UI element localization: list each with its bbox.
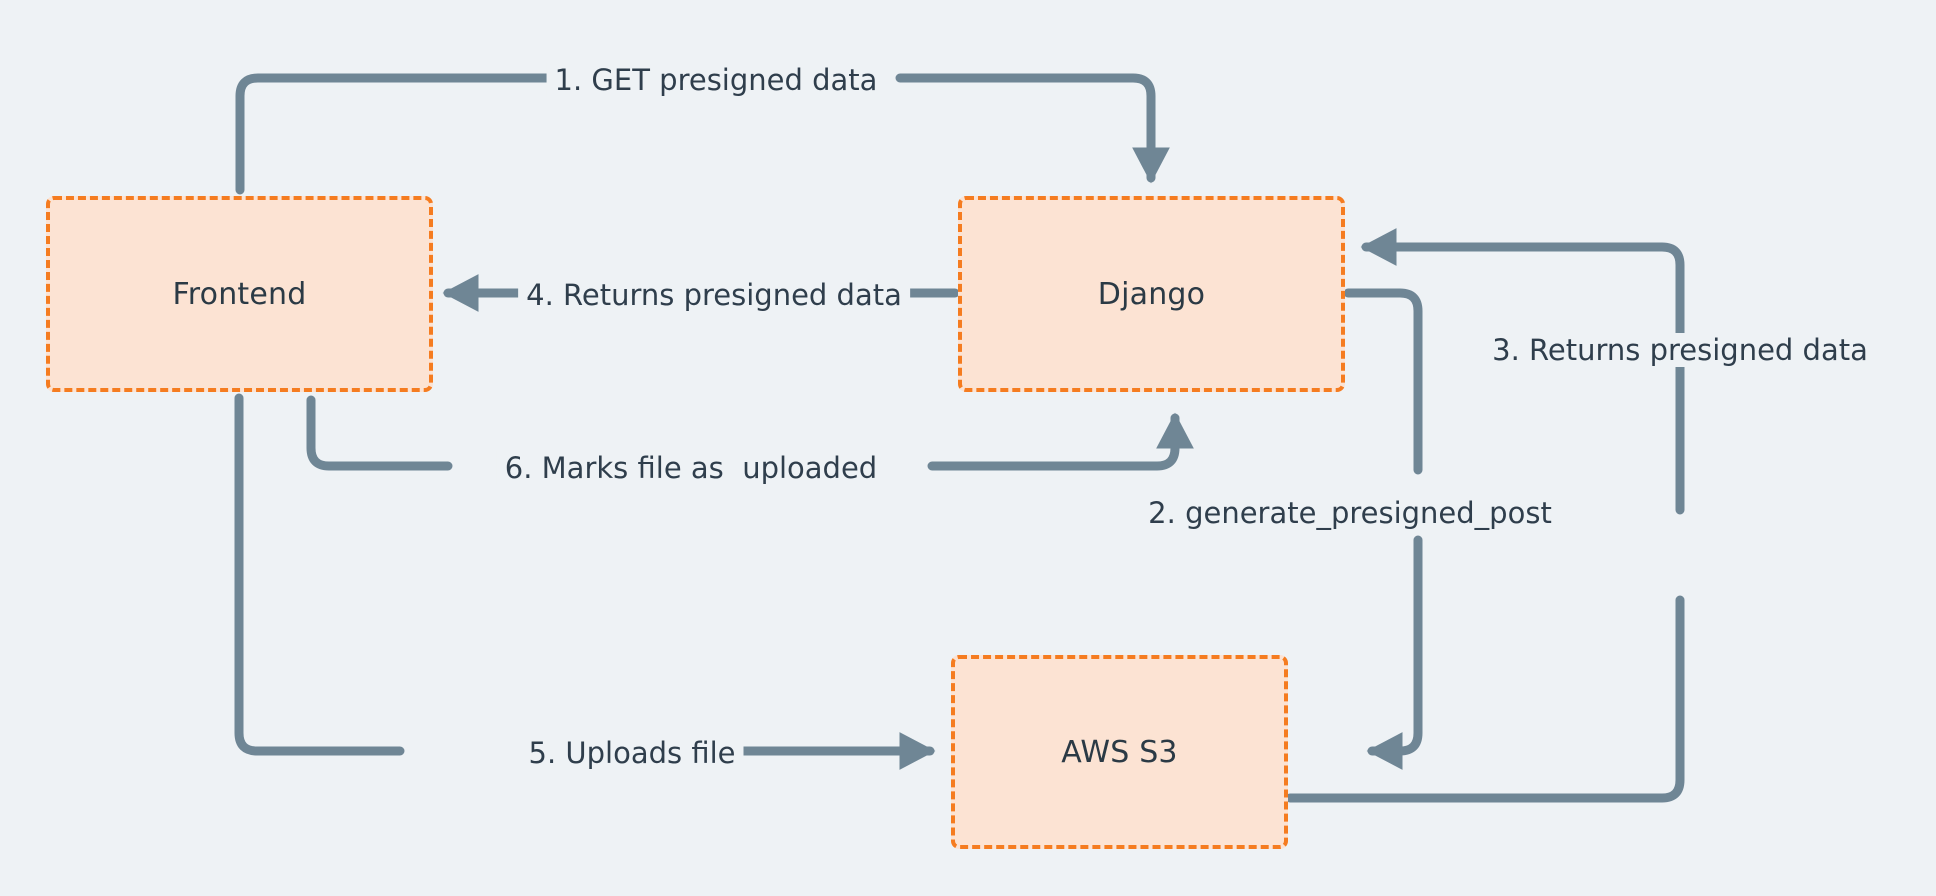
connector-6-marks-file-as-uploaded-right bbox=[927, 412, 1194, 471]
node-django-label: Django bbox=[1097, 276, 1206, 312]
connector-3-returns-presigned-data-upper bbox=[1360, 228, 1685, 515]
connector-6-marks-file-as-uploaded-left bbox=[306, 395, 453, 471]
edge-label-3-returns-presigned-data: 3. Returns presigned data bbox=[1484, 333, 1876, 367]
edge-label-1-get-presigned-data: 1. GET presigned data bbox=[546, 63, 886, 97]
connector-2-generate-presigned-post-lower bbox=[1366, 535, 1423, 770]
connector-5-uploads-file-left bbox=[234, 393, 405, 756]
edge-label-4-returns-presigned-data: 4. Returns presigned data bbox=[518, 278, 910, 312]
edge-label-2-generate-presigned-post: 2. generate_presigned_post bbox=[1140, 496, 1560, 530]
edge-label-6-marks-file-as-uploaded: 6. Marks file as uploaded bbox=[496, 451, 886, 485]
connector-1-get-presigned-data-tail bbox=[895, 73, 1170, 184]
connector-2-generate-presigned-post-upper bbox=[1343, 288, 1423, 475]
node-s3[interactable]: AWS S3 bbox=[951, 655, 1288, 849]
node-frontend[interactable]: Frontend bbox=[46, 196, 433, 392]
node-django[interactable]: Django bbox=[958, 196, 1345, 392]
node-s3-label: AWS S3 bbox=[1061, 734, 1178, 770]
connector-1-get-presigned-data bbox=[235, 73, 605, 195]
edge-label-5-uploads-file: 5. Uploads file bbox=[520, 736, 744, 770]
connector-3-returns-presigned-data-lower bbox=[1285, 595, 1685, 803]
node-frontend-label: Frontend bbox=[172, 276, 307, 312]
